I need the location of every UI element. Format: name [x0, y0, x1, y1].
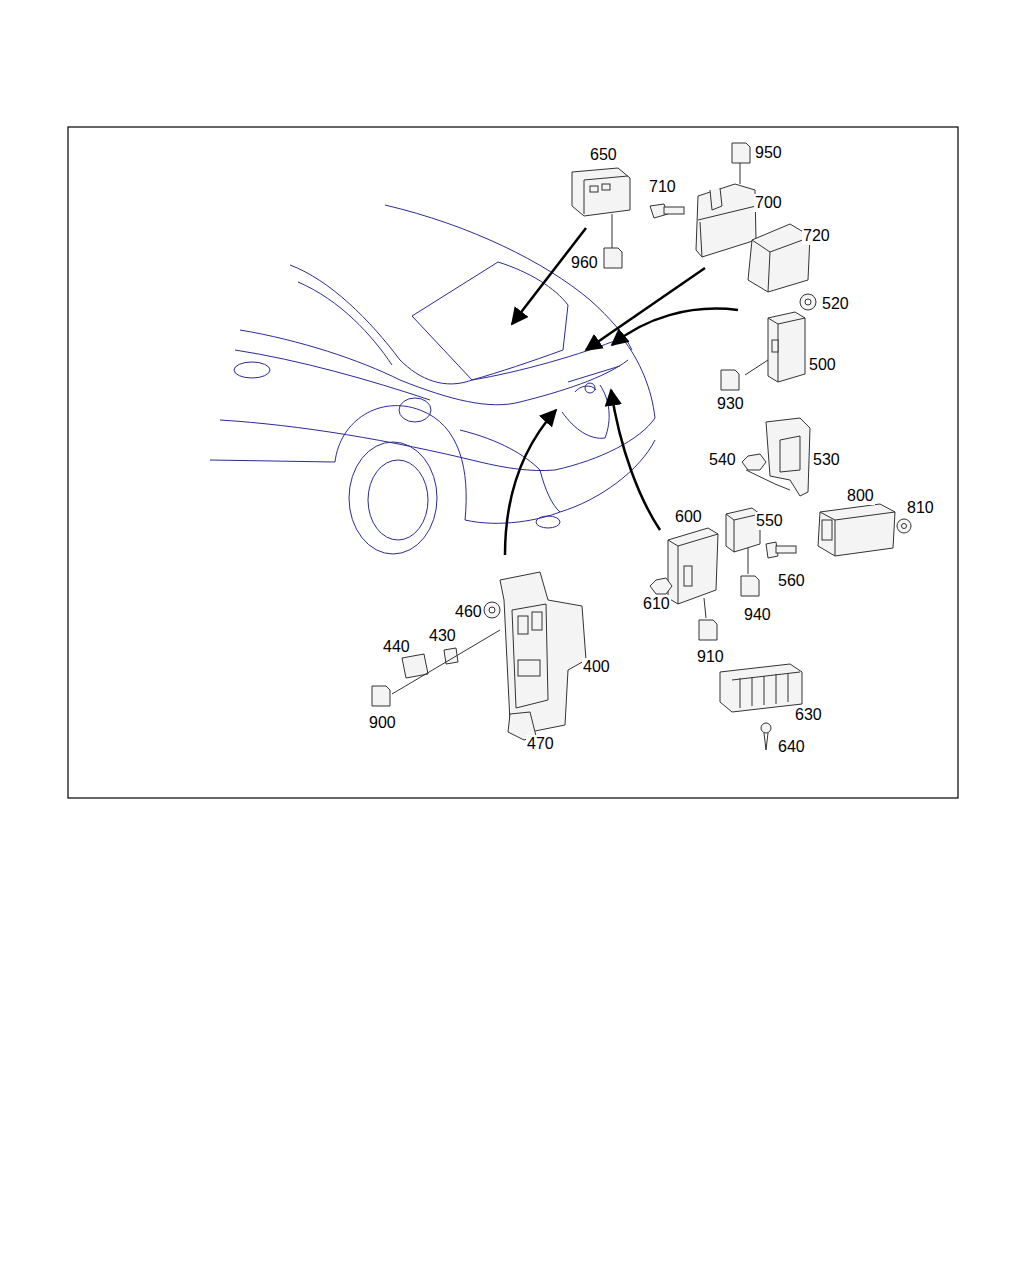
callout-number: 430	[428, 627, 457, 645]
callout-number: 440	[382, 638, 411, 656]
callout-number: 610	[642, 595, 671, 613]
callout-number: 810	[906, 499, 935, 517]
callout-number: 930	[716, 395, 745, 413]
parts	[372, 143, 911, 750]
callout-number: 460	[454, 603, 483, 621]
car-outline	[210, 205, 655, 554]
callout-number: 950	[754, 144, 783, 162]
callout-number: 550	[755, 512, 784, 530]
callout-number: 600	[674, 508, 703, 526]
callout-number: 650	[589, 146, 618, 164]
frame	[68, 127, 958, 798]
callout-number: 400	[582, 658, 611, 676]
callout-number: 710	[648, 178, 677, 196]
callout-number: 530	[812, 451, 841, 469]
callout-number: 940	[743, 606, 772, 624]
callout-number: 520	[821, 295, 850, 313]
callout-number: 640	[777, 738, 806, 756]
callout-number: 500	[808, 356, 837, 374]
callout-number: 560	[777, 572, 806, 590]
callout-number: 540	[708, 451, 737, 469]
callout-number: 910	[696, 648, 725, 666]
callout-number: 800	[846, 487, 875, 505]
callout-number: 470	[526, 735, 555, 753]
location-arrows	[505, 228, 738, 555]
callout-number: 700	[754, 194, 783, 212]
callout-number: 630	[794, 706, 823, 724]
callout-number: 960	[570, 254, 599, 272]
callout-number: 720	[802, 227, 831, 245]
callout-number: 900	[368, 714, 397, 732]
